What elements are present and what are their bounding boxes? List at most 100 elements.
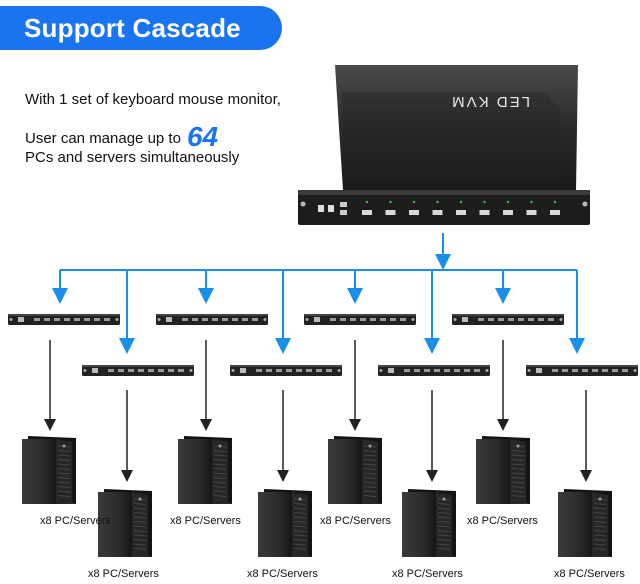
server-tower bbox=[476, 439, 510, 504]
switch-port bbox=[340, 318, 346, 321]
switch-port bbox=[592, 369, 598, 372]
server-tower bbox=[258, 492, 292, 557]
server-vent bbox=[293, 530, 307, 532]
server-vent bbox=[213, 459, 227, 461]
switch-port bbox=[380, 318, 386, 321]
switch-port bbox=[612, 369, 618, 372]
kvm-port-led bbox=[459, 200, 463, 204]
server-vent bbox=[133, 525, 147, 528]
server-vent bbox=[593, 512, 607, 514]
switch-port bbox=[212, 318, 218, 321]
switch-port bbox=[276, 369, 282, 372]
server-vent bbox=[363, 477, 377, 479]
switch-port bbox=[168, 369, 174, 372]
server-vent bbox=[593, 525, 607, 528]
switch-input-port bbox=[18, 317, 24, 322]
kvm-usb-port bbox=[318, 205, 324, 212]
switch-port bbox=[464, 369, 470, 372]
server-vent bbox=[57, 454, 71, 457]
switch-top-edge bbox=[378, 365, 490, 367]
switch-port bbox=[202, 318, 208, 321]
server-power-button bbox=[516, 444, 520, 448]
kvm-screen-label: LED KVM bbox=[450, 93, 530, 110]
switch-port bbox=[148, 369, 154, 372]
switch-top-edge bbox=[156, 314, 268, 316]
switch-screw bbox=[263, 318, 267, 321]
switch-port bbox=[242, 318, 248, 321]
switch-port bbox=[74, 318, 80, 321]
kvm-port-led bbox=[506, 200, 510, 204]
switch-top-edge bbox=[526, 365, 638, 367]
switch-port bbox=[128, 369, 134, 372]
server-vent bbox=[213, 468, 227, 470]
switch-port bbox=[222, 318, 228, 321]
switch-port bbox=[508, 318, 514, 321]
switch-port bbox=[182, 318, 188, 321]
kvm-port bbox=[409, 210, 419, 215]
server-vent bbox=[363, 495, 377, 497]
kvm-port-led bbox=[530, 200, 533, 204]
switch-port bbox=[104, 318, 110, 321]
server-vent bbox=[437, 516, 451, 519]
server-power-button bbox=[138, 497, 142, 501]
switch-port bbox=[562, 369, 568, 372]
server-vent bbox=[293, 521, 307, 523]
server-vent bbox=[293, 507, 307, 510]
server-vent bbox=[593, 521, 607, 523]
server-vent bbox=[593, 530, 607, 532]
server-vent bbox=[213, 472, 227, 475]
server-vent bbox=[437, 530, 451, 532]
server-vent bbox=[363, 490, 377, 493]
switch-port bbox=[54, 318, 60, 321]
server-power-button bbox=[298, 497, 302, 501]
main-kvm-unit: LED KVM bbox=[298, 65, 590, 225]
server-vent bbox=[293, 539, 307, 541]
server-vent bbox=[293, 503, 307, 505]
switch-port bbox=[404, 369, 410, 372]
kvm-usb-port bbox=[340, 202, 347, 207]
switch-top-edge bbox=[452, 314, 564, 316]
server-power-button bbox=[598, 497, 602, 501]
server-tower-front bbox=[510, 439, 526, 504]
server-tower-front bbox=[592, 492, 608, 557]
switch-screw bbox=[305, 318, 309, 321]
kvm-port bbox=[503, 210, 513, 215]
server-vent bbox=[511, 450, 525, 452]
server-vent bbox=[511, 454, 525, 457]
server-vent bbox=[133, 530, 147, 532]
switch-port bbox=[538, 318, 544, 321]
switch-port bbox=[622, 369, 628, 372]
server-vent bbox=[437, 543, 451, 546]
server-vent bbox=[593, 516, 607, 519]
server-vent bbox=[133, 548, 147, 550]
switch-port bbox=[548, 318, 554, 321]
kvm-chassis bbox=[298, 190, 590, 225]
kvm-usb-port bbox=[328, 205, 334, 212]
server-vent bbox=[213, 463, 227, 466]
server-vent bbox=[511, 468, 525, 470]
switch-input-port bbox=[388, 368, 394, 373]
switch-screw bbox=[411, 318, 415, 321]
switch-screw bbox=[379, 369, 383, 372]
switch-input-port bbox=[536, 368, 542, 373]
server-vent bbox=[213, 454, 227, 457]
server-vent bbox=[363, 463, 377, 466]
server-vent bbox=[293, 548, 307, 550]
server-vent bbox=[437, 548, 451, 550]
server-vent bbox=[511, 481, 525, 484]
server-vent bbox=[213, 477, 227, 479]
server-tower-front bbox=[212, 439, 228, 504]
server-vent bbox=[133, 512, 147, 514]
server-vent bbox=[293, 525, 307, 528]
server-tower bbox=[558, 492, 592, 557]
switch-port bbox=[528, 318, 534, 321]
switch-port bbox=[518, 318, 524, 321]
kvm-port-led bbox=[365, 200, 369, 204]
switch-port bbox=[108, 369, 114, 372]
server-vent bbox=[593, 539, 607, 541]
switch-port bbox=[232, 318, 238, 321]
switch-port bbox=[478, 318, 484, 321]
switch-port bbox=[414, 369, 420, 372]
server-vent bbox=[511, 490, 525, 493]
